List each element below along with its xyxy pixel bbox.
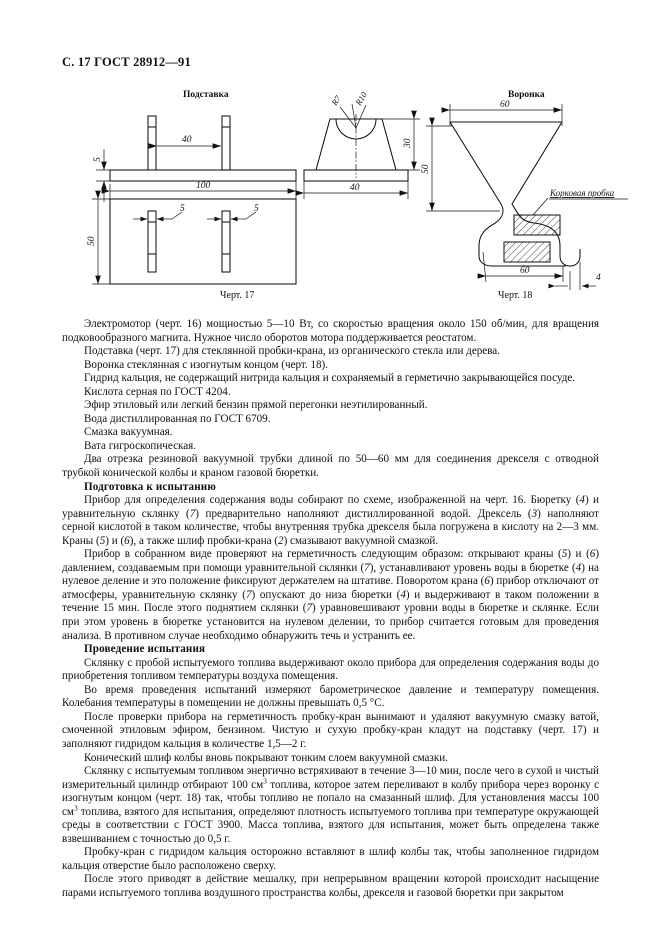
paragraph-p-pressure: Во время проведения испытаний измеряют б… bbox=[62, 683, 599, 710]
paragraph-p-grease: Смазка вакуумная. bbox=[84, 426, 173, 439]
figure-title-funnel: Воронка bbox=[508, 90, 545, 100]
svg-text:60: 60 bbox=[520, 266, 530, 276]
paragraph-p-water: Вода дистиллированная по ГОСТ 6709. bbox=[84, 412, 271, 425]
figure-caption-17: Черт. 17 bbox=[220, 290, 255, 301]
figure-caption-18: Черт. 18 bbox=[498, 290, 533, 301]
paragraph-p-hydride: Гидрид кальция, не содержащий нитрида ка… bbox=[84, 372, 576, 385]
paragraph-p-leak-test: Прибор в собранном виде проверяют на гер… bbox=[62, 548, 600, 642]
svg-text:40: 40 bbox=[350, 183, 360, 193]
paragraph-p-cleanup: После проверки прибора на герметичность … bbox=[62, 710, 599, 750]
paragraph-p-wool: Вата гигроскопическая. bbox=[84, 439, 197, 452]
svg-text:30: 30 bbox=[403, 138, 413, 149]
svg-text:60: 60 bbox=[500, 100, 510, 110]
document-body: Электромотор (черт. 16) мощностью 5—10 В… bbox=[62, 318, 599, 901]
svg-text:5: 5 bbox=[93, 157, 103, 162]
figures-band: Подставка Воронка bbox=[0, 86, 661, 311]
page-header: С. 17 ГОСТ 28912—91 bbox=[62, 55, 191, 69]
svg-text:5: 5 bbox=[180, 204, 185, 214]
figure-title-stand: Подставка bbox=[183, 90, 229, 100]
paragraph-p-ether: Эфир этиловый или легкий бензин прямой п… bbox=[84, 399, 428, 412]
svg-text:4: 4 bbox=[596, 273, 601, 283]
svg-text:5: 5 bbox=[254, 204, 259, 214]
paragraph-p-funnel: Воронка стеклянная с изогнутым концом (ч… bbox=[84, 358, 329, 371]
paragraph-p-shake: Склянку с испытуемым топливом энергично … bbox=[62, 765, 600, 845]
figure-17-drawing: 40 5 100 50 bbox=[87, 90, 420, 285]
svg-text:50: 50 bbox=[421, 164, 431, 174]
svg-text:40: 40 bbox=[182, 135, 192, 145]
paragraph-p-tubes: Два отрезка резиновой вакуумной трубки д… bbox=[62, 453, 599, 480]
figure-18-drawing: Корковая пробка 60 50 60 4 bbox=[421, 100, 628, 290]
paragraph-p-stirrer: После этого приводят в действие мешалку,… bbox=[62, 873, 599, 899]
paragraph-h-preparation: Подготовка к испытанию bbox=[84, 480, 216, 493]
paragraph-p-sample-hold: Склянку с пробой испытуемого топлива выд… bbox=[62, 656, 599, 683]
paragraph-p-acid: Кислота серная по ГОСТ 4204. bbox=[84, 385, 231, 398]
paragraph-p-stand: Подставка (черт. 17) для стеклянной проб… bbox=[84, 345, 501, 358]
paragraph-p-cone: Конический шлиф колбы вновь покрывают то… bbox=[84, 751, 448, 764]
paragraph-p-assembly: Прибор для определения содержания воды с… bbox=[62, 494, 599, 547]
annotation-cork-label: Корковая пробка bbox=[549, 188, 615, 198]
paragraph-p-insert-stopper: Пробку-кран с гидридом кальция осторожно… bbox=[62, 846, 599, 872]
svg-text:50: 50 bbox=[87, 236, 97, 246]
paragraph-h-testing: Проведение испытания bbox=[84, 643, 206, 656]
svg-text:100: 100 bbox=[196, 181, 211, 191]
paragraph-p-motor: Электромотор (черт. 16) мощностью 5—10 В… bbox=[62, 318, 599, 344]
